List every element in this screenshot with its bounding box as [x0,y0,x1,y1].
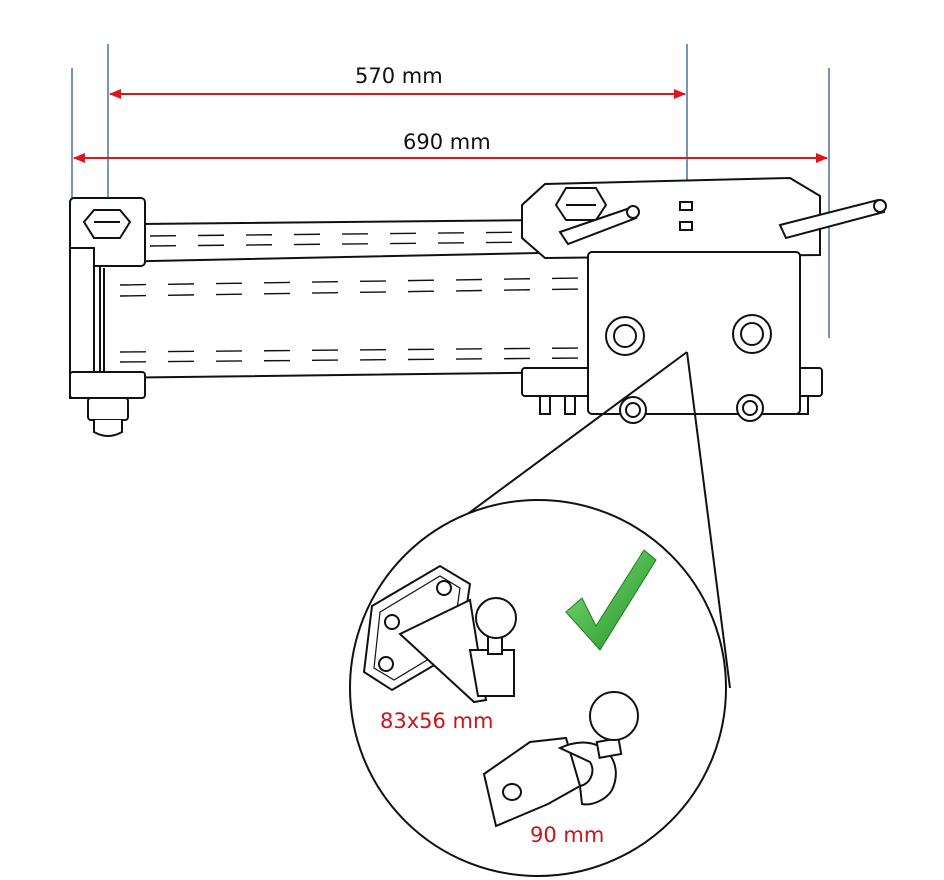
check-icon [565,549,657,651]
dimension-label-570: 570 mm [355,64,443,88]
dimension-label-690: 690 mm [403,130,491,154]
flange-towball-illustration [362,564,517,704]
right-mount [521,176,887,424]
mount-bolt-top-right [732,314,772,354]
mount-bolt-top-left [605,316,645,356]
swan-neck-size-label: 90 mm [530,823,605,847]
left-clamp [69,197,146,437]
mount-bolt-bottom-right [736,394,764,422]
tow-bar-tube [99,218,591,380]
flange-ball-size-label: 83x56 mm [380,709,494,733]
swan-neck-towball-illustration [482,691,639,828]
mount-bolt-bottom-left [619,396,647,424]
